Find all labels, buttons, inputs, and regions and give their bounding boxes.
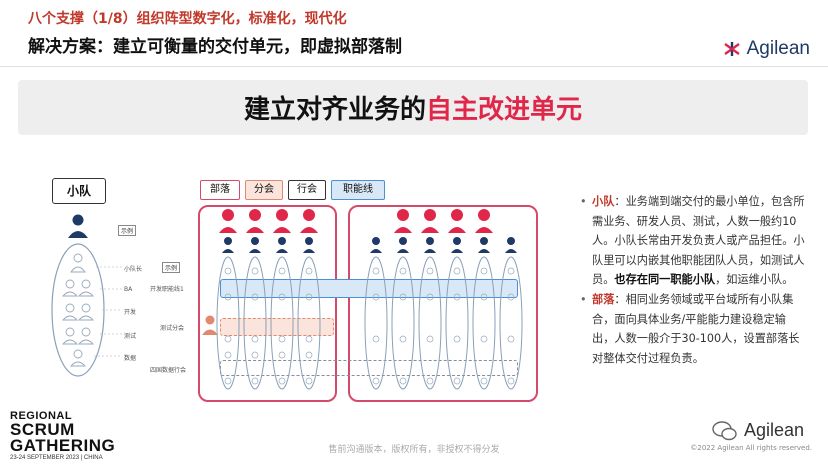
tribe-a-members-icon	[224, 267, 313, 385]
brand-name: Agilean	[746, 38, 810, 59]
squad-role-test: 测试	[124, 333, 137, 340]
tribe-a-heads-icon	[219, 209, 318, 233]
banner: 建立对齐业务的自主改进单元	[18, 80, 808, 135]
legend-chapter: 分会	[245, 180, 283, 200]
wechat-icon	[712, 420, 737, 440]
band-label-test-chapter: 测试分会	[160, 325, 185, 332]
chapter-band	[220, 279, 518, 298]
agilean-mark-icon	[723, 42, 740, 56]
tribe-a-squads	[216, 209, 321, 390]
banner-text-highlight: 自主改进单元	[426, 95, 583, 125]
bullet-list: • 小队：业务端到端交付的最小单位，包含所需业务、研发人员、测试，人数一般约10…	[580, 192, 806, 368]
squad-members-icon	[62, 253, 94, 367]
banner-text: 建立对齐业务的自主改进单元	[244, 89, 582, 126]
bullet-squad-text: ：业务端到端交付的最小单位，包含所需业务、研发人员、测试，人数一般约10人。小队…	[592, 195, 805, 287]
squad-role-data: 数据	[124, 355, 137, 362]
event-logo: REGIONAL SCRUM GATHERING 23-24 SEPTEMBER…	[10, 410, 115, 462]
legend-guild: 行会	[288, 180, 326, 200]
squad-leader-head-icon	[72, 214, 84, 226]
bullet-squad-head: 小队	[592, 195, 615, 208]
band-label-data-guild: 四国数据行会	[150, 367, 187, 374]
tribe-b-leads-icon	[370, 237, 517, 253]
example-tag-squad: 示例	[118, 225, 137, 236]
tribe-b	[348, 205, 538, 402]
guild-band	[220, 318, 334, 336]
band-label-dev-line: 开发职能线1	[150, 286, 184, 293]
event-line-4: 23-24 SEPTEMBER 2023 | CHINA	[10, 455, 103, 461]
tribe-b-members-icon	[372, 267, 515, 385]
brand-logo: Agilean	[723, 38, 810, 60]
bullet-tribe: • 部落：相同业务领域或平台域所有小队集合，面向具体业务/平能能力建设稳定输出，…	[580, 290, 806, 368]
squad-ellipse	[51, 243, 105, 377]
tribe-a-squad-ellipses	[216, 256, 321, 390]
bullet-tribe-head: 部落	[592, 292, 615, 306]
tribe-a-leads-icon	[222, 237, 315, 253]
tribe-b-squads	[364, 209, 523, 390]
squad-diagram	[51, 214, 122, 377]
event-line-3: GATHERING	[10, 436, 116, 455]
footer-brand-name: Agilean	[743, 420, 804, 440]
bullet-dot-icon: •	[580, 195, 587, 208]
squad-role-leader: 小队长	[124, 266, 143, 273]
slide-title: 解决方案：建立可衡量的交付单元，即虚拟部落制	[28, 37, 402, 57]
event-line-1: REGIONAL	[10, 410, 73, 422]
bullet-tribe-text: ：相同业务领域或平台域所有小队集合，面向具体业务/平能能力建设稳定输出，人数一般…	[592, 292, 800, 365]
footer-note: 售前沟通版本，版权所有，非授权不得分发	[328, 445, 500, 455]
squad-role-ba: BA	[124, 286, 133, 293]
copyright: ©2022 Agilean All rights reserved.	[690, 444, 812, 452]
example-tag-tribe: 示例	[162, 262, 181, 273]
slide-subtitle: 八个支撑（1/8）组织阵型数字化，标准化，现代化	[28, 11, 347, 27]
event-line-2: SCRUM	[10, 420, 75, 439]
footer-brand: Agilean	[712, 420, 804, 441]
legend-function-line: 职能线	[331, 180, 385, 200]
header-divider	[0, 66, 828, 67]
squad-role-connectors	[94, 266, 122, 357]
tribe-b-squad-ellipses	[364, 256, 523, 390]
chapter-lead-icon	[202, 315, 218, 335]
tribe-b-heads-icon	[394, 209, 493, 233]
bullet-squad-strong: 也存在同一职能小队	[614, 273, 716, 287]
squad-label: 小队	[52, 178, 106, 204]
bullet-squad: • 小队：业务端到端交付的最小单位，包含所需业务、研发人员、测试，人数一般约10…	[580, 192, 806, 290]
bullet-squad-tail: ，如运维小队。	[715, 273, 794, 287]
squad-leader-body-icon	[68, 231, 88, 238]
bullet-dot-icon: •	[580, 292, 587, 306]
banner-text-prefix: 建立对齐业务的	[243, 95, 426, 125]
squad-role-dev: 开发	[124, 309, 137, 316]
legend-tribe: 部落	[200, 180, 240, 200]
tribe-a	[198, 205, 337, 402]
